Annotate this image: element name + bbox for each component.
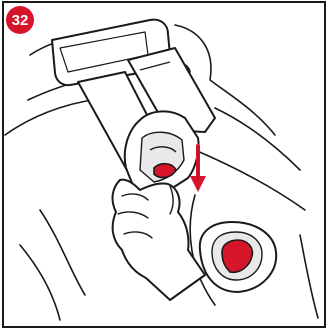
release-button-icon [153, 162, 177, 179]
harness-buckle-icon [123, 110, 200, 199]
push-down-arrow-icon [190, 144, 206, 192]
crotch-release-button [221, 239, 254, 274]
step-number: 32 [12, 12, 29, 29]
hand-icon [111, 178, 206, 301]
step-number-badge: 32 [6, 6, 34, 34]
